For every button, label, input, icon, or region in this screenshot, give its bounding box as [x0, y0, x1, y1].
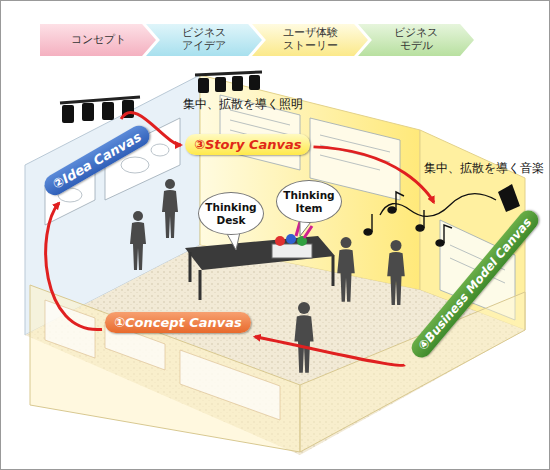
speaker — [380, 184, 520, 216]
whiteboards — [45, 95, 515, 320]
speech-bubble: Thinking Item — [276, 180, 342, 223]
node-text: ①Concept Canvas — [114, 315, 242, 330]
front-right-panel — [300, 292, 525, 452]
canvas-label: ①Concept Canvas — [105, 312, 251, 333]
node-text: Thinking Desk — [205, 201, 256, 226]
thinking-desk — [185, 236, 335, 300]
annotation: 集中、拡散を導く照明 — [183, 96, 303, 113]
node-text: ビジネス アイデア — [173, 27, 235, 52]
stage-chevron: ビジネス モデル — [358, 24, 474, 56]
cycle-arrow — [255, 337, 405, 366]
node-text: Thinking Item — [283, 189, 334, 214]
stage-chevron: コンセプト — [40, 24, 156, 56]
node-text: ビジネス モデル — [385, 27, 447, 52]
speech-bubble: Thinking Desk — [198, 192, 264, 235]
cycle-arrow — [46, 203, 102, 330]
stage-chevron: ユーザ体験 ストーリー — [252, 24, 368, 56]
node-text: コンセプト — [71, 34, 126, 47]
music-notes — [364, 192, 452, 246]
panel-sheets — [45, 300, 280, 420]
node-text: ユーザ体験 ストーリー — [279, 27, 341, 52]
canvas-label: ③Story Canvas — [185, 134, 310, 155]
annotation: 集中、拡散を導く音楽 — [424, 160, 544, 177]
node-text: ③Story Canvas — [194, 137, 301, 152]
stage-chevron: ビジネス アイデア — [146, 24, 262, 56]
front-left-panel — [30, 285, 300, 452]
